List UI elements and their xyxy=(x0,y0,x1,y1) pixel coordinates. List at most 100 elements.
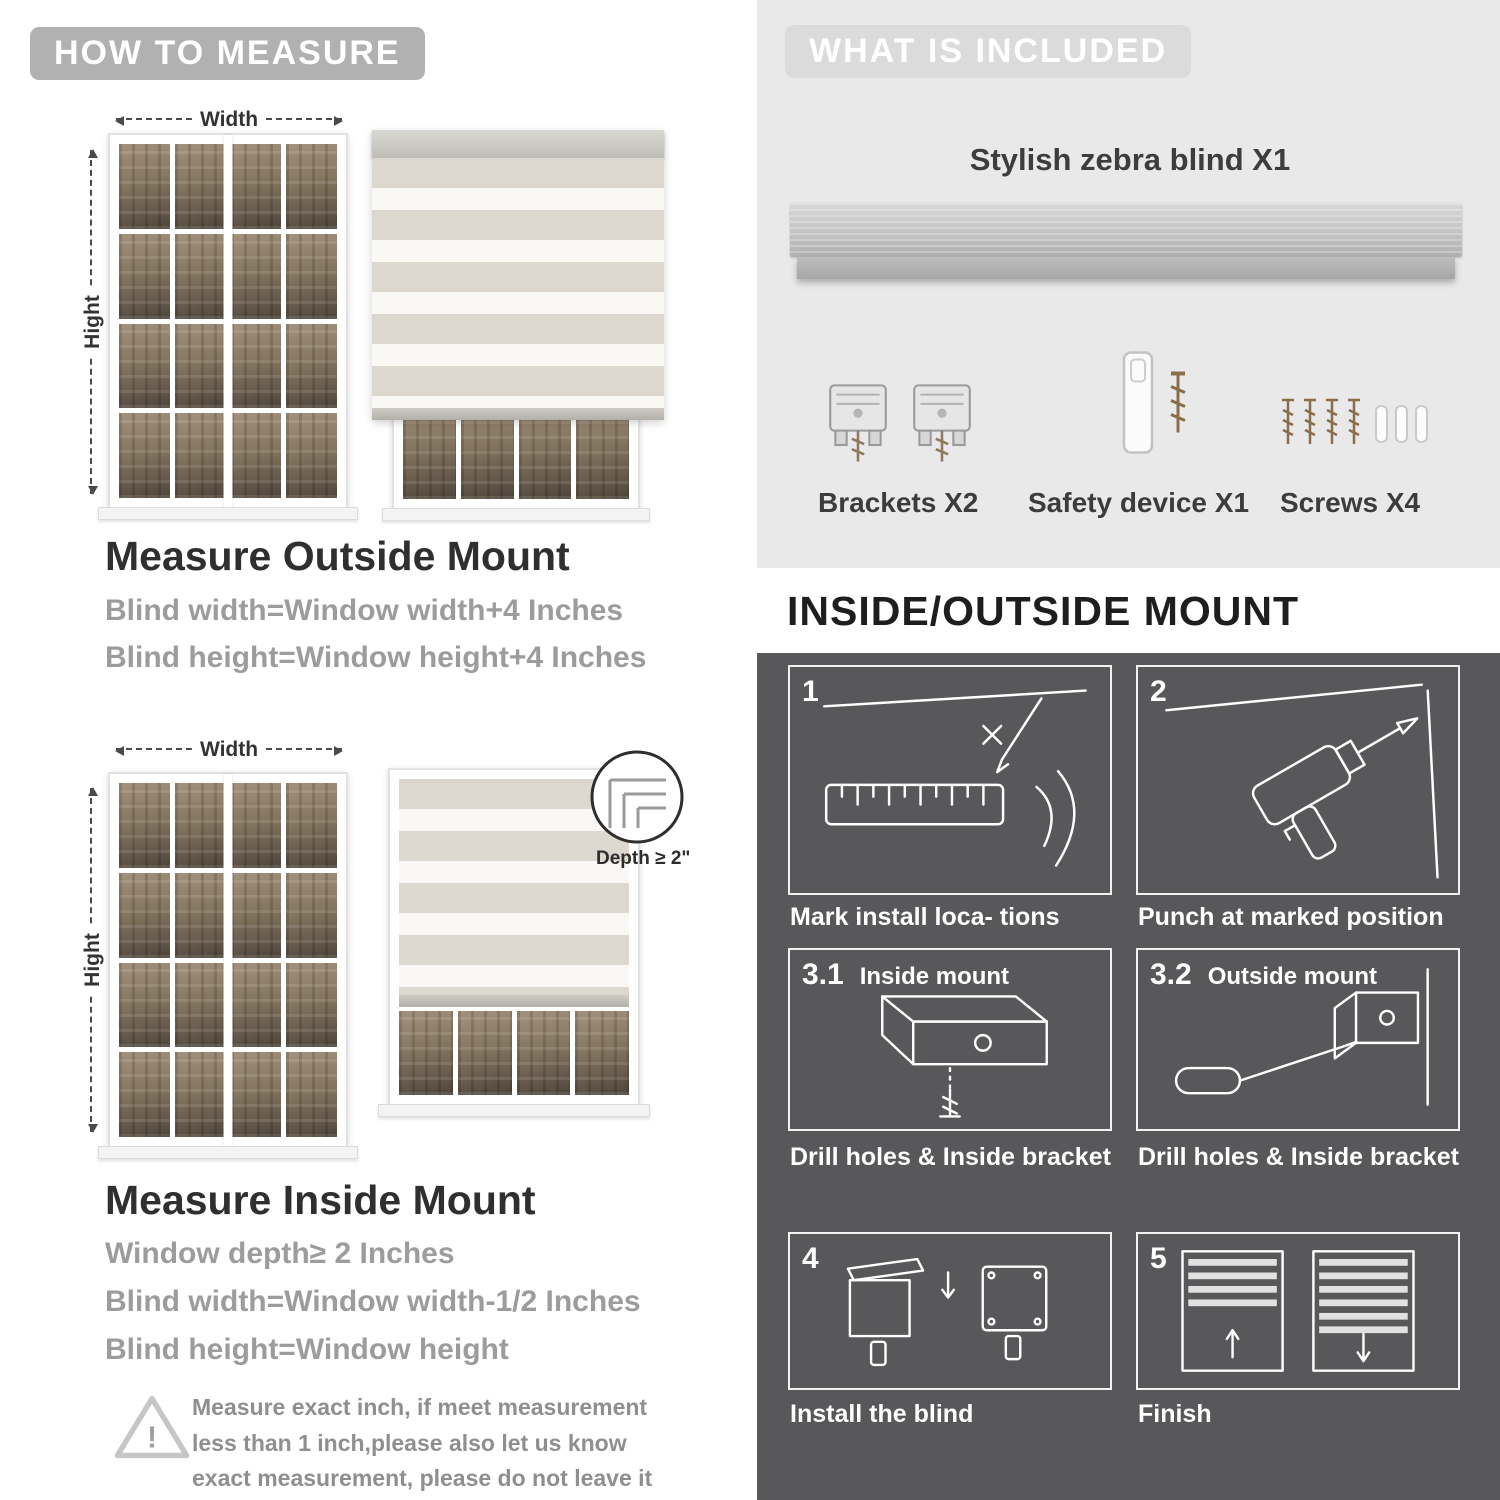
window-pane xyxy=(119,413,170,498)
window-pane xyxy=(230,1052,282,1137)
safety-device-icon xyxy=(1096,345,1206,478)
height-measure-arrow: Hight xyxy=(80,787,106,1133)
step-3-1-number: 3.1 Inside mount xyxy=(802,958,1009,992)
step-3-2-number: 3.2 Outside mount xyxy=(1150,958,1377,992)
step-3-2-caption: Drill holes & Inside bracket xyxy=(1138,1143,1459,1171)
step-number: 5 xyxy=(1150,1242,1167,1275)
blind-stripes xyxy=(399,779,629,995)
safety-device-label: Safety device X1 xyxy=(1028,487,1250,518)
width-label: Width xyxy=(191,107,267,133)
window-pane xyxy=(286,233,337,319)
window-pane xyxy=(399,1011,453,1095)
width-label: Width xyxy=(191,737,267,763)
window-pane xyxy=(286,1052,337,1137)
blind-cassette xyxy=(372,130,664,158)
window-pane xyxy=(174,962,226,1048)
window-sill xyxy=(382,508,650,521)
window-pane xyxy=(230,144,282,229)
step-4-box: 4 xyxy=(788,1232,1112,1390)
mount-header: INSIDE/OUTSIDE MOUNT xyxy=(787,588,1300,634)
screws-icon xyxy=(1272,392,1437,459)
window-pane xyxy=(230,872,282,958)
window-pane xyxy=(174,872,226,958)
depth-detail-circle xyxy=(588,748,686,846)
window-pane xyxy=(174,783,226,868)
window-pane xyxy=(230,413,282,498)
blind-bar-image xyxy=(790,203,1462,279)
window-pane xyxy=(230,783,282,868)
window-mullion xyxy=(223,135,233,507)
step-4-number: 4 xyxy=(802,1242,819,1276)
product-label: Stylish zebra blind X1 xyxy=(969,142,1291,177)
step-number: 3.2 xyxy=(1150,958,1192,991)
inside-window-content xyxy=(399,779,629,1095)
window-pane xyxy=(286,323,337,409)
window-pane xyxy=(119,783,170,868)
screws-label: Screws X4 xyxy=(1280,487,1421,518)
blind-bar-fascia xyxy=(790,203,1462,257)
window-pane xyxy=(119,144,170,229)
step-number: 2 xyxy=(1150,675,1167,708)
outside-mount-rule-2: Blind height=Window height+4 Inches xyxy=(105,641,647,674)
blind-stripes xyxy=(372,158,664,408)
inside-mount-rule-2: Blind width=Window width-1/2 Inches xyxy=(105,1285,641,1318)
window-pane xyxy=(457,1011,512,1095)
height-label: Hight xyxy=(80,287,106,357)
step-3-1-caption: Drill holes & Inside bracket xyxy=(790,1143,1111,1171)
window-pane xyxy=(174,233,226,319)
step-3-1-box: 3.1 Inside mount xyxy=(788,948,1112,1131)
window-pane xyxy=(119,962,170,1048)
step-5-illustration xyxy=(1181,1250,1415,1372)
step-3-1-illustration xyxy=(881,995,1048,1118)
window-illustration xyxy=(98,133,358,520)
outside-mount-heading: Measure Outside Mount xyxy=(105,533,570,579)
inside-mount-window xyxy=(378,768,650,1117)
step-1-illustration xyxy=(822,689,1087,867)
step-4-caption: Install the blind xyxy=(790,1400,974,1428)
step-number: 1 xyxy=(802,675,819,708)
window-pane xyxy=(286,144,337,229)
step-3-2-sublabel: Outside mount xyxy=(1207,963,1378,990)
step-1-box: 1 xyxy=(788,665,1112,895)
window-pane xyxy=(119,872,170,958)
window-pane xyxy=(119,233,170,319)
window-pane xyxy=(174,144,226,229)
step-3-2-illustration xyxy=(1174,968,1429,1107)
window-pane xyxy=(119,1052,170,1137)
step-3-1-sublabel: Inside mount xyxy=(859,963,1010,990)
step-2-box: 2 xyxy=(1136,665,1460,895)
step-number: 4 xyxy=(802,1242,819,1275)
window-pane xyxy=(174,1052,226,1137)
warning-text: Measure exact inch, if meet measurement … xyxy=(192,1394,653,1492)
zebra-blind-illustration xyxy=(372,130,664,420)
inside-mount-heading: Measure Inside Mount xyxy=(105,1177,536,1223)
step-2-illustration xyxy=(1165,683,1439,879)
blind-bar-lip xyxy=(797,257,1455,279)
window-pane xyxy=(286,413,337,498)
step-5-number: 5 xyxy=(1150,1242,1167,1276)
step-2-number: 2 xyxy=(1150,675,1167,709)
window-pane xyxy=(286,783,337,868)
step-3-2-box: 3.2 Outside mount xyxy=(1136,948,1460,1131)
step-5-box: 5 xyxy=(1136,1232,1460,1390)
blind-bottom-rail xyxy=(372,408,664,420)
mount-panel xyxy=(757,577,1500,1500)
what-is-included-header: WHAT IS INCLUDED xyxy=(785,25,1192,79)
brackets-icon xyxy=(822,378,978,473)
warning-icon: ! xyxy=(112,1390,192,1464)
step-number: 3.1 xyxy=(802,958,844,991)
depth-label: Depth ≥ 2" xyxy=(596,848,691,869)
window-sill xyxy=(98,1146,358,1159)
step-2-caption: Punch at marked position xyxy=(1138,903,1444,931)
window-illustration xyxy=(98,772,358,1159)
step-4-illustration xyxy=(846,1257,1048,1367)
window-pane xyxy=(174,323,226,409)
window-pane xyxy=(174,413,226,498)
inside-mount-rule-1: Window depth≥ 2 Inches xyxy=(105,1237,455,1270)
window-panes xyxy=(399,1011,629,1095)
step-1-caption: Mark install loca- tions xyxy=(790,903,1060,931)
width-measure-arrow: Width xyxy=(115,737,343,763)
blind-bottom-rail xyxy=(399,995,629,1007)
how-to-measure-header: HOW TO MEASURE xyxy=(30,27,425,81)
